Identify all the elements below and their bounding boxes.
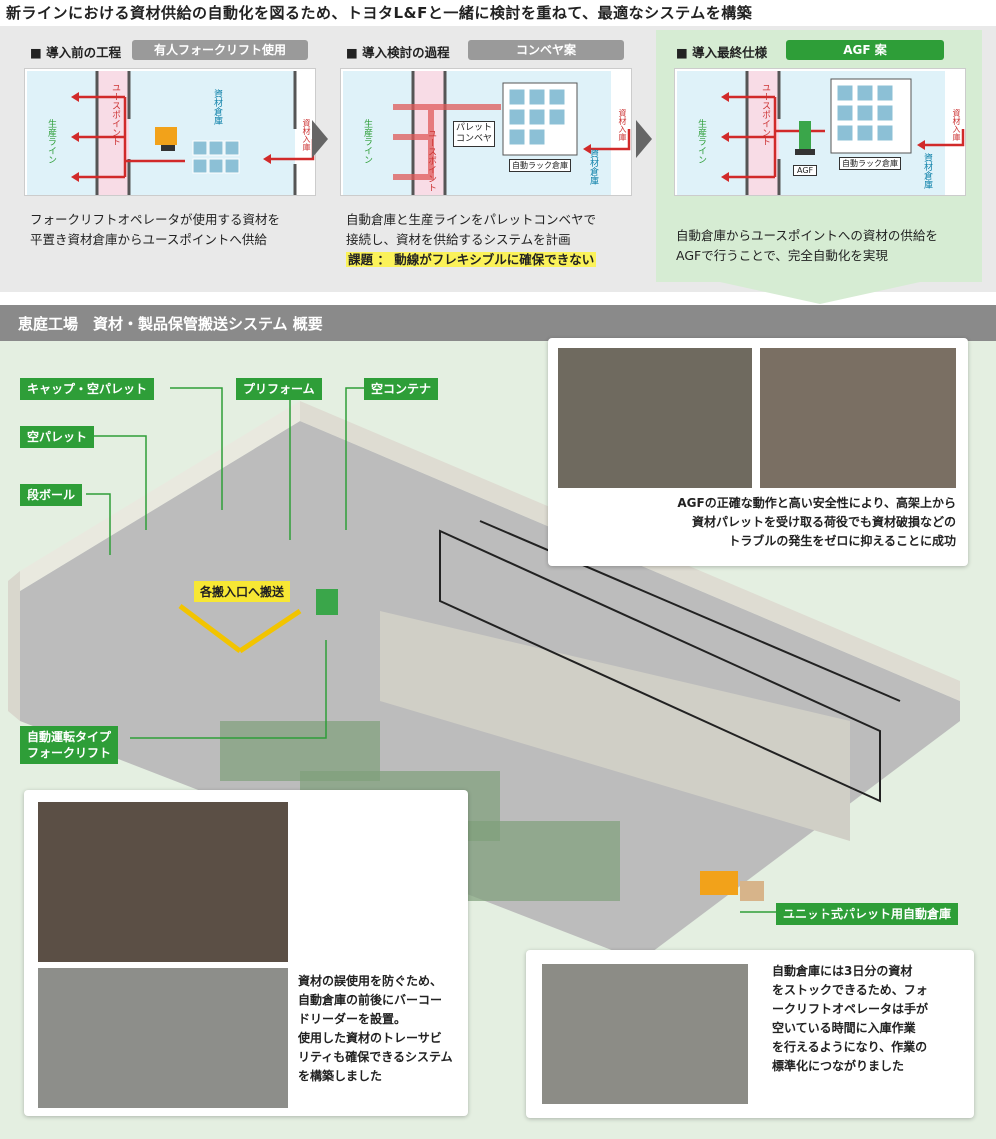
card-agf-line3: トラブルの発生をゼロに抑えることに成功 [728,534,956,548]
step-final: ■ 導入最終仕様 AGF 案 [660,34,980,282]
label-inbound: 資材入庫 [302,119,311,151]
card-barcode-line1: 資材の誤使用を防ぐため、 [298,974,443,988]
card-stock-line2: をストックできるため、フォ [772,983,928,997]
card-barcode-line6: を構築しました [298,1069,383,1083]
label-cap-pallet: キャップ・空パレット [20,378,155,400]
label-use-point: ユースポイント [760,83,770,146]
step-study-desc-line1: 自動倉庫と生産ラインをパレットコンベヤで [346,212,597,227]
label-material-warehouse: 資材倉庫 [212,89,222,125]
step-study-tag: コンベヤ案 [468,40,624,60]
step-before-tag: 有人フォークリフト使用 [132,40,308,60]
layout-diagram-study [343,71,631,195]
label-material-warehouse: 資材倉庫 [588,149,598,185]
photo-agf-conveyor [558,348,752,488]
step-before-title: ■ 導入前の工程 [30,45,122,60]
card-barcode: 資材の誤使用を防ぐため、 自動倉庫の前後にバーコー ドリーダーを設置。 使用した… [24,790,468,1116]
step-study-title: ■ 導入検討の過程 [346,45,450,60]
step-before-desc-line1: フォークリフトオペレータが使用する資材を [30,212,281,227]
label-production-line: 生産ライン [696,119,706,164]
card-stock: 自動倉庫には3日分の資材 をストックできるため、フォ ークリフトオペレータは手が… [526,950,974,1118]
label-preform: プリフォーム [236,378,322,400]
card-barcode-line4: 使用した資材のトレーサビ [298,1031,442,1045]
label-agf: AGF [793,165,818,176]
card-barcode-line5: リティも確保できるシステム [298,1050,453,1064]
card-barcode-line3: ドリーダーを設置。 [298,1012,407,1026]
label-to-inlets: 各搬入口へ搬送 [194,581,291,602]
card-agf-text: AGFの正確な動作と高い安全性により、高架上から 資材パレットを受け取る荷役でも… [677,494,956,551]
photo-forklift-operator [542,964,748,1104]
step-before: ■ 導入前の工程 有人フォークリフト使用 [14,34,320,282]
label-inbound: 資材入庫 [952,109,961,141]
label-inbound: 資材入庫 [618,109,627,141]
label-production-line: 生産ライン [362,119,372,164]
card-agf-line2: 資材パレットを受け取る荷役でも資材破損などの [691,515,956,529]
label-material-warehouse: 資材倉庫 [922,153,932,189]
step-final-diagram: 生産ライン ユースポイント AGF 自動ラック倉庫 資材倉庫 資材入庫 [674,68,966,196]
step-final-desc: 自動倉庫からユースポイントへの資材の供給を AGFで行うことで、完全自動化を実現 [676,226,938,266]
step-study-issue: 課題 ： 動線がフレキシブルに確保できない [346,252,597,267]
card-agf: AGFの正確な動作と高い安全性により、高架上から 資材パレットを受け取る荷役でも… [548,338,968,566]
label-auto-rack: 自動ラック倉庫 [509,159,571,172]
step-study-diagram: 生産ライン ユースポイント パレット コンベヤ 自動ラック倉庫 資材倉庫 資材入… [340,68,632,196]
card-stock-line4: 空いている時間に入庫作業 [772,1021,916,1035]
label-empty-container: 空コンテナ [364,378,439,400]
chevron-right-icon [636,120,652,158]
label-production-line: 生産ライン [46,119,56,164]
card-stock-line5: を行えるようになり、作業の [772,1040,928,1054]
card-stock-line3: ークリフトオペレータは手が [772,1002,929,1016]
card-agf-line1: AGFの正確な動作と高い安全性により、高架上から [677,496,956,510]
step-final-desc-line2: AGFで行うことで、完全自動化を実現 [676,248,888,263]
photo-agf-mezzanine [760,348,956,488]
label-auto-rack: 自動ラック倉庫 [839,157,901,170]
section-title: 恵庭工場 資材・製品保管搬送システム 概要 [18,315,323,333]
label-use-point: ユースポイント [426,129,436,192]
label-cardboard: 段ボール [20,484,83,506]
card-stock-text: 自動倉庫には3日分の資材 をストックできるため、フォ ークリフトオペレータは手が… [772,962,928,1076]
chevron-right-icon [312,120,328,158]
step-study-desc-line2: 接続し、資材を供給するシステムを計画 [346,232,571,247]
final-spec-pointer [720,282,920,304]
photo-forklift-platform [38,968,288,1108]
step-final-tag: AGF 案 [786,40,944,60]
step-before-desc-line2: 平置き資材倉庫からユースポイントへ供給 [30,232,267,247]
layout-diagram-final [677,71,965,195]
step-before-diagram: 生産ライン ユースポイント 資材倉庫 資材入庫 [24,68,316,196]
photo-pallet-boxes [38,802,288,962]
label-auto-forklift: 自動運転タイプ フォークリフト [20,726,119,764]
step-study: ■ 導入検討の過程 コンベヤ案 生産ライン ユースポイント パレット コンベヤ … [330,34,636,282]
label-use-point: ユースポイント [110,83,120,146]
step-final-desc-line1: 自動倉庫からユースポイントへの資材の供給を [676,228,938,243]
label-unit-warehouse: ユニット式パレット用自動倉庫 [776,903,959,925]
step-study-desc: 自動倉庫と生産ラインをパレットコンベヤで 接続し、資材を供給するシステムを計画 … [346,210,597,270]
card-barcode-text: 資材の誤使用を防ぐため、 自動倉庫の前後にバーコー ドリーダーを設置。 使用した… [298,972,453,1086]
label-pallet-conveyor: パレット コンベヤ [453,121,496,147]
step-final-title: ■ 導入最終仕様 [676,45,768,60]
layout-diagram-before [27,71,315,195]
label-empty-pallet: 空パレット [20,426,95,448]
card-stock-line1: 自動倉庫には3日分の資材 [772,964,913,978]
card-barcode-line2: 自動倉庫の前後にバーコー [298,993,443,1007]
section-bar [0,305,996,341]
headline: 新ラインにおける資材供給の自動化を図るため、トヨタL&Fと一緒に検討を重ねて、最… [6,4,753,22]
card-stock-line6: 標準化につながりました [772,1059,905,1073]
step-before-desc: フォークリフトオペレータが使用する資材を 平置き資材倉庫からユースポイントへ供給 [30,210,280,250]
